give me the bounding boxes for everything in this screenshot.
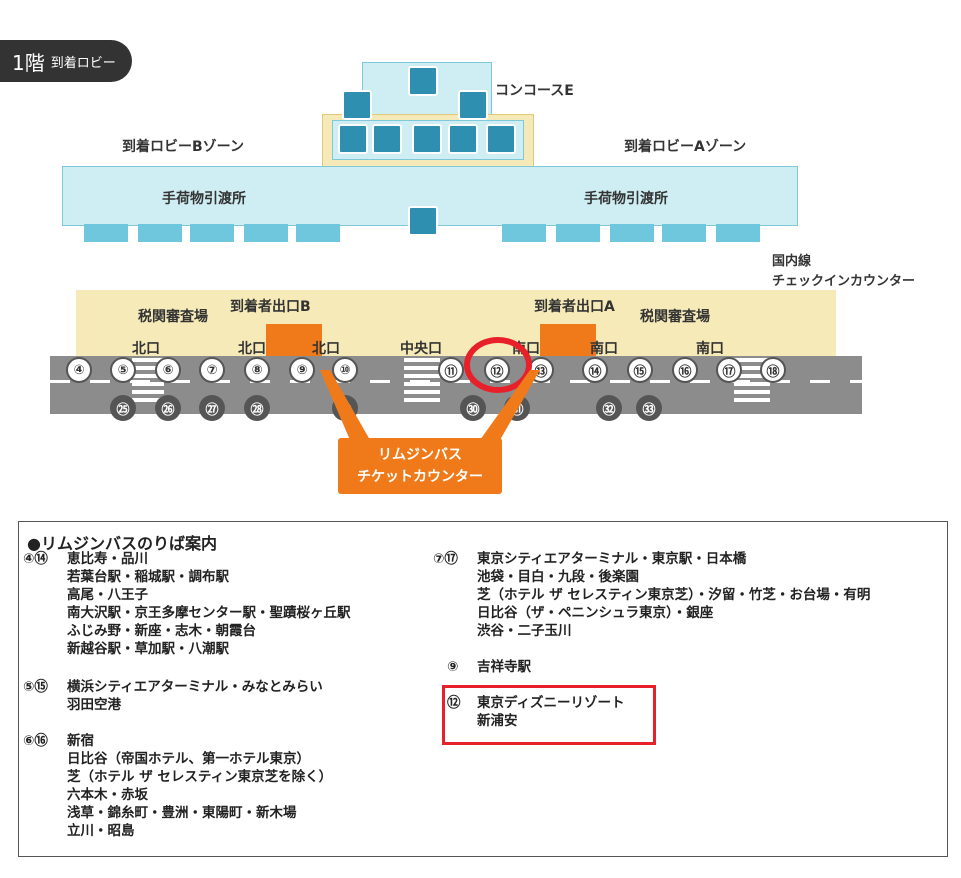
bus-stop-33[interactable]: ㉝ (636, 395, 662, 421)
baggage-carousel (138, 224, 182, 242)
bus-stop-11[interactable]: ⑪ (438, 357, 464, 383)
bus-stop-14[interactable]: ⑭ (582, 357, 608, 383)
terminal-map: コンコースE 到着ロビーBゾーン 到着ロビーAゾーン 手荷物引渡所 手荷物引渡所… (50, 62, 916, 494)
limousine-ticket-counter-b (266, 324, 322, 360)
bus-stop-16[interactable]: ⑯ (672, 357, 698, 383)
bus-stop-17[interactable]: ⑰ (716, 357, 742, 383)
bus-stop-9[interactable]: ⑨ (289, 357, 315, 383)
bus-stop-8[interactable]: ⑧ (244, 357, 270, 383)
baggage-carousel (556, 224, 600, 242)
baggage-claim-right-label: 手荷物引渡所 (584, 191, 668, 207)
baggage-carousel (190, 224, 234, 242)
exit-a-label: 到着者出口A (534, 299, 615, 315)
customs-left-label: 税関審査場 (138, 309, 208, 325)
highlight-route-12-box (442, 685, 656, 745)
concourse-e-label: コンコースE (495, 83, 574, 99)
limousine-ticket-counter-a (540, 324, 596, 360)
bus-stop-7[interactable]: ⑦ (199, 357, 225, 383)
bus-stop-15[interactable]: ⑮ (627, 357, 653, 383)
bus-stop-4[interactable]: ④ (66, 357, 92, 383)
floor-name: 到着ロビー (50, 55, 116, 71)
zone-b-label: 到着ロビーBゾーン (122, 139, 244, 155)
gate-south-2: 南口 (590, 341, 618, 357)
customs-right-label: 税関審査場 (640, 309, 710, 325)
zone-a-label: 到着ロビーAゾーン (624, 139, 747, 155)
bus-stop-27[interactable]: ㉗ (199, 395, 225, 421)
baggage-claim-left-label: 手荷物引渡所 (162, 191, 246, 207)
baggage-carousel (296, 224, 340, 242)
elevator-icon (338, 124, 368, 154)
restroom-icon (408, 206, 438, 236)
floor-number: 1階 (12, 50, 45, 75)
baggage-carousel (610, 224, 654, 242)
gate-south-3: 南口 (696, 341, 724, 357)
limousine-ticket-counter-callout: リムジンバス チケットカウンター (338, 438, 502, 494)
gate-north-2: 北口 (238, 341, 266, 357)
bus-stop-30[interactable]: ㉚ (460, 395, 486, 421)
baggage-carousel (502, 224, 546, 242)
baggage-carousel (716, 224, 760, 242)
callout-pointer (320, 370, 540, 440)
bus-stop-25[interactable]: ㉕ (110, 395, 136, 421)
concourse-e-building (322, 62, 534, 172)
restroom-icon (342, 90, 372, 120)
crosswalk (404, 358, 440, 404)
baggage-carousel (84, 224, 128, 242)
domestic-checkin-label: 国内線 チェックインカウンター (772, 254, 916, 289)
bus-stop-26[interactable]: ㉖ (155, 395, 181, 421)
elevator-icon (486, 124, 516, 154)
bus-stop-10[interactable]: ⑩ (332, 357, 358, 383)
bus-stop-28[interactable]: ㉘ (244, 395, 270, 421)
bus-stop-5[interactable]: ⑤ (110, 357, 136, 383)
gate-north-3: 北口 (312, 341, 340, 357)
bus-stop-6[interactable]: ⑥ (155, 357, 181, 383)
legend-title: ●リムジンバスのりば案内 (27, 534, 217, 553)
floor-tag: 1階 到着ロビー (0, 40, 132, 82)
highlight-stop-12-ring (464, 337, 532, 393)
restroom-icon (458, 90, 488, 120)
gate-central: 中央口 (400, 341, 442, 357)
gate-north-1: 北口 (132, 341, 160, 357)
restroom-icon (448, 124, 478, 154)
exit-b-label: 到着者出口B (230, 299, 311, 315)
bus-stop-18[interactable]: ⑱ (760, 357, 786, 383)
customs-area (76, 290, 836, 356)
restroom-icon (412, 124, 442, 154)
baggage-carousel (662, 224, 706, 242)
baggage-carousel (244, 224, 288, 242)
bus-stop-32[interactable]: ㉜ (596, 395, 622, 421)
restroom-icon (372, 124, 402, 154)
elevator-icon (408, 66, 438, 96)
